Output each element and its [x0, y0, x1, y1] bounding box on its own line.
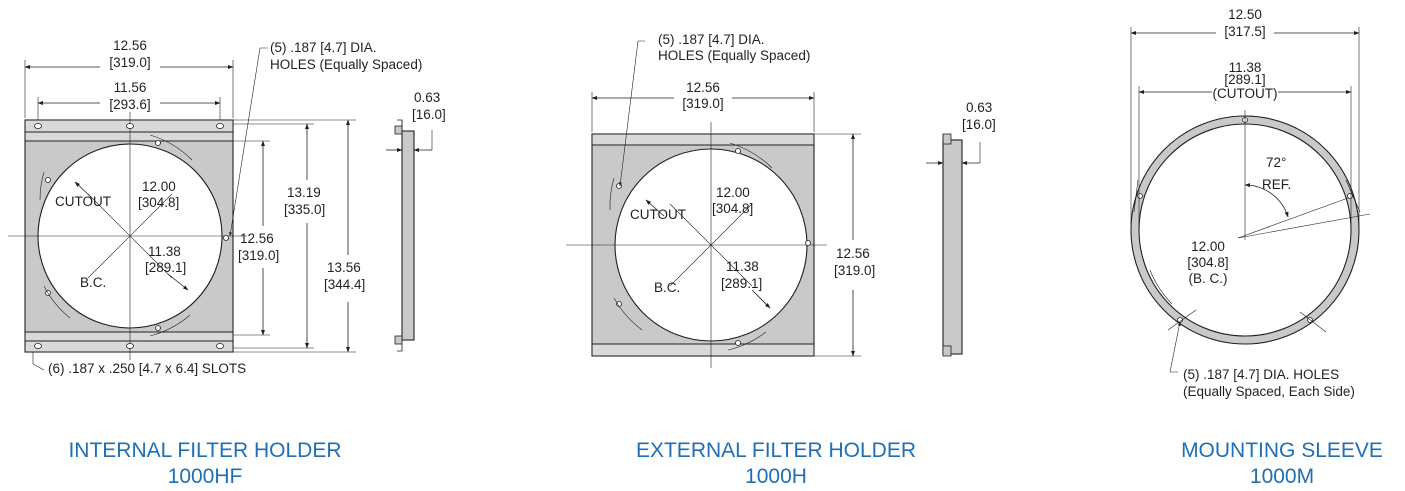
sleeve-id-note: (CUTOUT) — [1213, 86, 1278, 101]
slot-hole — [216, 123, 224, 129]
internal-cut-h-mm: [319.0] — [238, 248, 279, 263]
internal-outer-h-mm: [344.4] — [324, 277, 365, 292]
sleeve-od-mm: [317.5] — [1224, 24, 1265, 39]
internal-width-inner-in: 11.56 — [114, 80, 147, 95]
bolt-hole — [805, 240, 811, 246]
external-depth-mm: [16.0] — [962, 117, 996, 132]
internal-bottom-flange — [24, 331, 234, 342]
external-top-rail — [591, 133, 815, 146]
slot-hole — [34, 123, 42, 129]
external-caption: EXTERNAL FILTER HOLDER — [636, 439, 916, 462]
external-side-view: 0.63 [16.0] — [926, 100, 996, 357]
bolt-hole — [735, 148, 741, 154]
external-holes-note-2: HOLES (Equally Spaced) — [658, 48, 810, 63]
bolt-hole — [1137, 193, 1143, 199]
sleeve-id-in: 11.38 — [1229, 60, 1262, 75]
external-bc-mm: [304.8] — [712, 201, 753, 216]
external-cutout-label: CUTOUT — [630, 207, 686, 222]
slot-hole — [126, 343, 134, 349]
sleeve-angle-ref: REF. — [1262, 177, 1291, 192]
internal-cut-in: 11.38 — [148, 244, 181, 259]
internal-cut-h-in: 12.56 — [240, 231, 274, 246]
slot-hole — [126, 123, 134, 129]
sleeve-bc-in: 12.00 — [1191, 239, 1225, 254]
sleeve-bc-note: (B. C.) — [1189, 271, 1228, 286]
mounting-sleeve: 72° REF. 12.50 [317.5] 11.38 [289.1] (CU… — [1130, 7, 1383, 488]
sleeve-bc-mm: [304.8] — [1187, 255, 1228, 270]
bolt-hole — [735, 340, 741, 346]
internal-holes-note-2: HOLES (Equally Spaced) — [270, 57, 422, 72]
slot-hole — [216, 343, 224, 349]
external-bottom-rail — [591, 343, 815, 357]
bolt-hole — [155, 140, 161, 146]
internal-front-view: 12.56 [319.0] 11.56 [293.6] (5) .187 [4.… — [8, 38, 422, 376]
internal-outer-h-in: 13.56 — [327, 260, 361, 275]
sleeve-angle: 72° — [1266, 155, 1286, 170]
internal-model: 1000HF — [168, 465, 243, 488]
internal-side-view: 0.63 [16.0] — [386, 90, 446, 352]
bolt-hole — [1347, 193, 1353, 199]
external-side-profile — [942, 139, 963, 355]
external-width-in: 12.56 — [686, 80, 720, 95]
internal-depth-in: 0.63 — [414, 90, 440, 105]
internal-bc-mm: [304.8] — [138, 195, 179, 210]
sleeve-id-mm: [289.1] — [1224, 72, 1265, 87]
bolt-hole — [45, 177, 51, 183]
internal-slots-note: (6) .187 x .250 [4.7 x 6.4] SLOTS — [48, 361, 246, 376]
internal-width-inner-mm: [293.6] — [109, 97, 150, 112]
internal-width-outer-mm: [319.0] — [109, 55, 150, 70]
internal-width-outer-in: 12.56 — [113, 38, 147, 53]
external-front-view: (5) .187 [4.7] DIA. HOLES (Equally Space… — [566, 32, 875, 368]
external-model: 1000H — [745, 465, 807, 488]
internal-holes-note-1: (5) .187 [4.7] DIA. — [270, 40, 377, 55]
external-depth-in: 0.63 — [966, 100, 992, 115]
sleeve-model: 1000M — [1250, 465, 1314, 488]
sleeve-caption: MOUNTING SLEEVE — [1181, 439, 1383, 462]
bolt-hole — [223, 235, 229, 241]
internal-top-flange — [24, 131, 234, 142]
external-height-mm: [319.0] — [834, 263, 875, 278]
internal-caption: INTERNAL FILTER HOLDER — [68, 439, 341, 462]
external-cut-mm: [289.1] — [721, 276, 762, 291]
external-cut-in: 11.38 — [726, 259, 759, 274]
external-bc-label: B.C. — [654, 280, 680, 295]
sleeve-holes-note-1: (5) .187 [4.7] DIA. HOLES — [1183, 367, 1339, 382]
external-bc-in: 12.00 — [716, 185, 750, 200]
external-height-in: 12.56 — [836, 246, 870, 261]
internal-depth-mm: [16.0] — [412, 107, 446, 122]
slot-hole — [34, 343, 42, 349]
bolt-hole — [616, 183, 622, 189]
internal-filter-holder: 12.56 [319.0] 11.56 [293.6] (5) .187 [4.… — [8, 38, 446, 488]
internal-cutout-label: CUTOUT — [55, 194, 111, 209]
external-holes-note-1: (5) .187 [4.7] DIA. — [658, 32, 765, 47]
internal-bc-label: B.C. — [80, 275, 106, 290]
sleeve-holes-note-2: (Equally Spaced, Each Side) — [1183, 384, 1355, 399]
internal-inner-h-in: 13.19 — [287, 185, 321, 200]
external-width-mm: [319.0] — [682, 96, 723, 111]
external-filter-holder: (5) .187 [4.7] DIA. HOLES (Equally Space… — [566, 32, 996, 488]
internal-bc-in: 12.00 — [142, 179, 176, 194]
internal-inner-h-mm: [335.0] — [284, 202, 325, 217]
sleeve-od-in: 12.50 — [1228, 7, 1262, 22]
internal-side-profile — [401, 130, 415, 341]
bolt-hole — [155, 325, 161, 331]
internal-cut-mm: [289.1] — [145, 260, 186, 275]
